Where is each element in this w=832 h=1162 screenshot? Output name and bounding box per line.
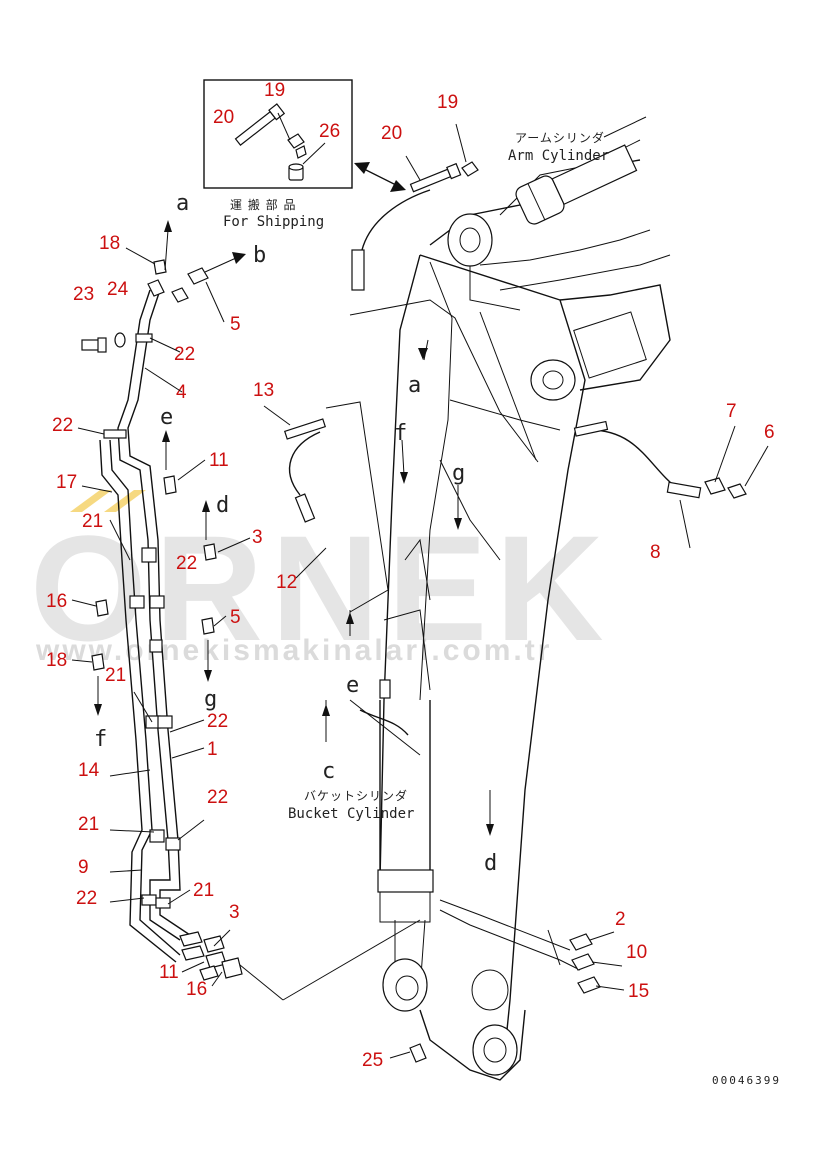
part-number: 22 — [176, 553, 197, 574]
letter-d: d — [484, 851, 497, 876]
part-number: 16 — [186, 979, 207, 1000]
part-number: 3 — [252, 527, 263, 548]
part-number: 19 — [264, 80, 285, 101]
letter-g: g — [452, 461, 465, 486]
shipping-label-english: For Shipping — [223, 214, 324, 230]
arm-cylinder-rod-end — [515, 144, 638, 225]
part-number: 21 — [105, 665, 126, 686]
part-number: 26 — [319, 121, 340, 142]
part-number: 19 — [437, 92, 458, 113]
arm-pin-boss — [447, 213, 493, 267]
watermark-url: www.ornekismakinalari.com.tr — [35, 634, 552, 667]
washer-24 — [114, 332, 126, 348]
drawing-code: 00046399 — [712, 1074, 781, 1087]
shipping-label-japanese: 運 搬 部 品 — [230, 197, 296, 212]
part-number: 4 — [176, 382, 187, 403]
bucket-cylinder-band — [377, 869, 434, 893]
arm-hose-13 — [283, 418, 327, 523]
arm-upper-hose — [351, 161, 479, 291]
part-number: 12 — [276, 572, 297, 593]
part-number: 11 — [209, 450, 229, 471]
shipping-box — [203, 79, 353, 189]
part-number: 9 — [78, 857, 89, 878]
fitting-18-top — [153, 259, 167, 275]
fitting-16-left — [95, 599, 109, 617]
part-number: 16 — [46, 591, 67, 612]
part-number: 6 — [764, 422, 775, 443]
arm-fittings-right — [409, 933, 601, 1063]
part-number: 22 — [207, 711, 228, 732]
part-number: 18 — [99, 233, 120, 254]
part-number: 7 — [726, 401, 737, 422]
part-number: 2 — [615, 909, 626, 930]
letter-c: c — [322, 759, 335, 784]
bucket-cylinder-label-japanese: バケットシリンダ — [304, 788, 408, 803]
part-number: 8 — [650, 542, 661, 563]
arm-cylinder-label-japanese: アームシリンダ — [515, 130, 605, 145]
letter-f: f — [94, 727, 107, 752]
part-number: 25 — [362, 1050, 383, 1071]
arm-tip-boss — [472, 1024, 518, 1076]
part-number: 18 — [46, 650, 67, 671]
letter-d: d — [216, 493, 229, 518]
part-number: 20 — [381, 123, 402, 144]
part-number: 22 — [52, 415, 73, 436]
bucket-cylinder-end — [382, 958, 428, 1012]
shipping-box-frame — [203, 79, 353, 189]
part-number: 21 — [193, 880, 214, 901]
arm-boom-pin — [530, 359, 576, 401]
part-number: 22 — [207, 787, 228, 808]
letter-a: a — [176, 191, 189, 216]
letter-b: b — [253, 243, 266, 268]
part-number: 3 — [229, 902, 240, 923]
watermark-accent — [104, 490, 146, 512]
part-number: 10 — [626, 942, 647, 963]
part-number: 24 — [107, 279, 129, 300]
letter-e: e — [346, 673, 359, 698]
part-number-labels: 19 20 26 19 20 18 23 24 22 4 5 22 17 21 … — [46, 80, 775, 1071]
flow-arrows — [94, 220, 494, 836]
part-number: 23 — [73, 284, 94, 305]
double-arrow — [354, 162, 406, 192]
bucket-cylinder-label-english: Bucket Cylinder — [288, 806, 414, 822]
watermark-brand: ORNEK — [30, 504, 612, 672]
part-number: 15 — [628, 981, 649, 1002]
watermark-accent — [70, 490, 112, 512]
letter-e: e — [160, 405, 173, 430]
part-number: 5 — [230, 314, 241, 335]
letter-a: a — [408, 373, 421, 398]
part-number: 5 — [230, 607, 241, 628]
part-number: 22 — [76, 888, 97, 909]
shipping-elbow-19 — [287, 133, 307, 159]
part-number: 20 — [213, 107, 234, 128]
watermark: ORNEK www.ornekismakinalari.com.tr — [30, 490, 612, 672]
part-number: 1 — [207, 739, 218, 760]
part-number: 21 — [78, 814, 99, 835]
fitting-5-top — [187, 267, 209, 285]
number-leaders — [71, 123, 769, 1059]
arm-hose-8 — [573, 420, 747, 499]
letter-g: g — [204, 687, 217, 712]
leader-lines — [239, 299, 561, 1001]
part-number: 11 — [159, 962, 179, 983]
letter-f: f — [394, 421, 407, 446]
fitting-11-mid — [163, 475, 177, 495]
part-number: 14 — [78, 760, 100, 781]
arm-cylinder-label-english: Arm Cylinder — [508, 148, 609, 164]
part-number: 22 — [174, 344, 195, 365]
shipping-fitting-20 — [234, 103, 286, 146]
pipe-assembly-left — [81, 259, 243, 981]
part-number: 17 — [56, 472, 77, 493]
arm-structure — [377, 139, 671, 1081]
reference-letters: a b e d g f a f g e c d — [94, 191, 497, 876]
bucket-cylinder-pipe — [359, 709, 409, 736]
part-number: 13 — [253, 380, 274, 401]
fitting-18-left — [91, 653, 105, 671]
fitting-5-mid — [201, 617, 215, 635]
part-number: 21 — [82, 511, 103, 532]
fitting-3-mid — [203, 543, 217, 561]
